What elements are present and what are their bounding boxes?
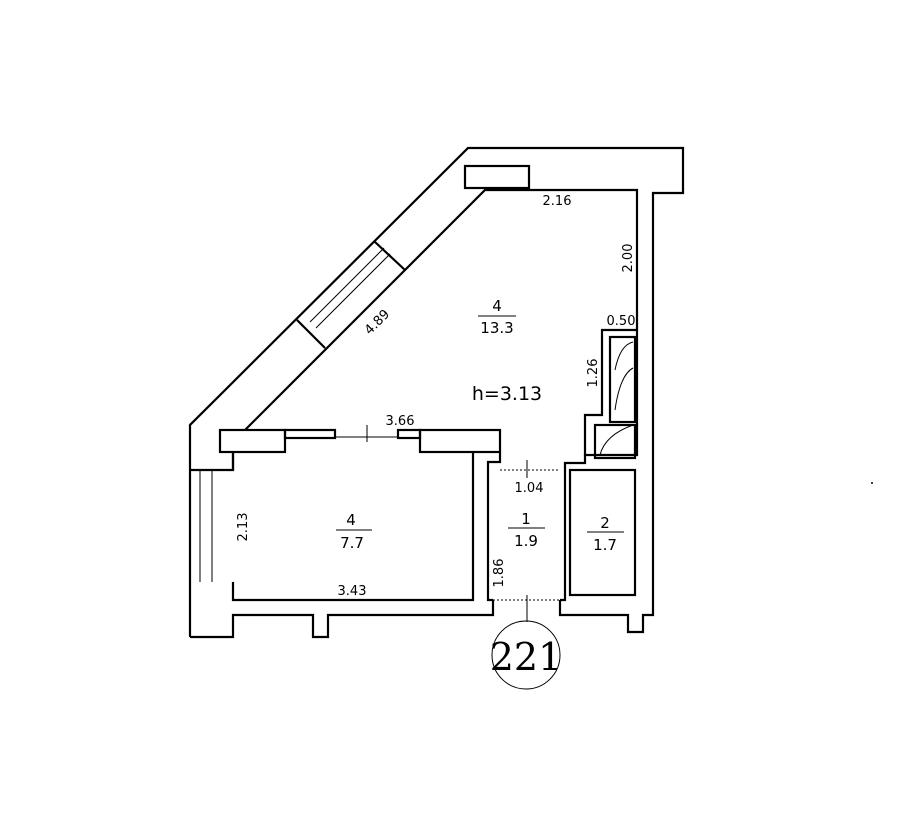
room-area: 1.7 xyxy=(593,536,617,554)
bottom-wall xyxy=(190,600,495,639)
dimension-label: 2.16 xyxy=(543,194,572,209)
closet-hatch xyxy=(599,341,634,456)
dimension-label: 1.86 xyxy=(492,559,507,588)
outer-wall xyxy=(188,146,685,637)
room-area: 7.7 xyxy=(340,534,364,552)
bath-wall xyxy=(560,455,587,602)
inner-wall-main-room xyxy=(244,188,639,457)
window-edge xyxy=(296,319,326,349)
dimension-label: 4.89 xyxy=(362,307,393,338)
dimension-label: 3.43 xyxy=(338,584,367,599)
stray-dot xyxy=(871,482,873,484)
dimension-label: 1.26 xyxy=(586,359,601,388)
dimension-label: 2.13 xyxy=(236,513,251,542)
ceiling-height: h=3.13 xyxy=(472,383,542,405)
room-number: 4 xyxy=(492,297,502,315)
left-room-inner xyxy=(231,452,475,602)
dimension-label: 1.04 xyxy=(515,481,544,496)
room-area: 1.9 xyxy=(514,532,538,550)
closet xyxy=(608,335,637,424)
apartment-number-circle xyxy=(491,620,561,690)
dimension-label: 2.00 xyxy=(621,244,636,273)
wall-segment xyxy=(218,428,287,454)
room-number: 1 xyxy=(521,510,531,528)
room-number: 2 xyxy=(600,514,610,532)
closet xyxy=(593,423,637,460)
door-leaf xyxy=(283,428,337,440)
column xyxy=(463,164,531,190)
window-pane xyxy=(315,253,391,329)
bath-wall xyxy=(486,452,502,602)
door-leaf xyxy=(396,428,422,440)
wall-segment xyxy=(418,428,502,454)
apartment-number: 221 xyxy=(490,635,563,679)
room-number: 4 xyxy=(346,511,356,529)
window-edge xyxy=(374,241,406,271)
window-pane xyxy=(309,247,385,323)
room-2-wall xyxy=(568,468,637,597)
dimension-label: 3.66 xyxy=(386,414,415,429)
left-room-wall xyxy=(190,452,235,472)
room-area: 13.3 xyxy=(480,319,513,337)
dimension-label: 0.50 xyxy=(607,314,636,329)
